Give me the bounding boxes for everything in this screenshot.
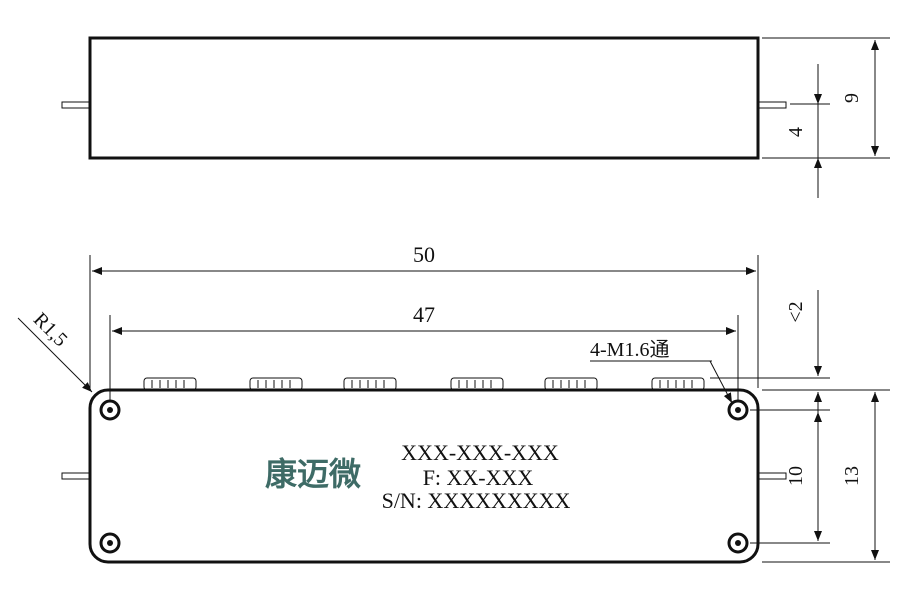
dim-9-label: 9 xyxy=(841,93,863,103)
connector-tab xyxy=(343,377,397,391)
plan-left-pin xyxy=(61,472,91,480)
connector-tab xyxy=(544,377,598,391)
plan-right-pin xyxy=(757,472,787,480)
connector-tab xyxy=(450,377,504,391)
mount-hole xyxy=(727,399,749,421)
side-view-body xyxy=(88,36,760,160)
dim-47-label: 47 xyxy=(413,302,435,327)
mount-hole xyxy=(99,532,121,554)
frequency-label: F: XX-XXX xyxy=(423,465,534,490)
dim-50-label: 50 xyxy=(413,242,435,267)
dim-13-label: 13 xyxy=(841,466,863,486)
side-left-pin xyxy=(61,101,91,109)
radius-label: R1,5 xyxy=(29,308,72,351)
side-right-pin xyxy=(757,101,787,109)
dim-10-label: 10 xyxy=(785,466,807,486)
connector-tab xyxy=(249,377,303,391)
mount-hole xyxy=(99,399,121,421)
radius-leader xyxy=(17,317,93,393)
mount-hole xyxy=(727,532,749,554)
brand-logo: 康迈微 xyxy=(265,455,361,493)
plan-view: 康迈微 XXX-XXX-XXX F: XX-XXX S/N: XXXXXXXXX… xyxy=(17,242,890,564)
connector-tabs xyxy=(143,377,705,391)
dim-4-label: 4 xyxy=(785,127,807,137)
side-view: 9 4 xyxy=(61,36,890,198)
part-number: XXX-XXX-XXX xyxy=(401,440,559,465)
connector-tab xyxy=(651,377,705,391)
serial-number: S/N: XXXXXXXXX xyxy=(382,488,571,513)
dim-tab-label: <2 xyxy=(785,301,807,322)
mount-holes-leader xyxy=(709,360,733,404)
mount-holes-label: 4-M1.6通 xyxy=(590,338,669,361)
connector-tab xyxy=(143,377,197,391)
